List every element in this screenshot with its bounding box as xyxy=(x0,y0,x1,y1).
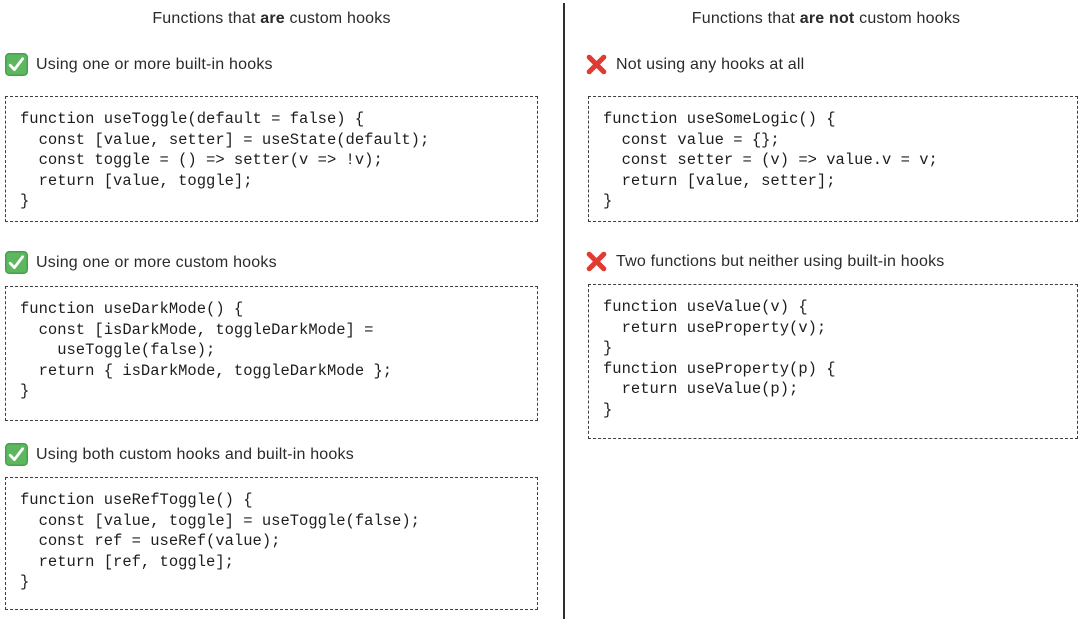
cross-icon xyxy=(585,53,608,76)
section-heading-custom-hooks: Using one or more custom hooks xyxy=(5,251,543,274)
cross-icon xyxy=(585,250,608,273)
column-are-custom-hooks: Functions that are custom hooks Using on… xyxy=(0,0,543,610)
title-text: Functions that xyxy=(152,10,261,27)
section-heading-no-hooks: Not using any hooks at all xyxy=(585,53,1086,76)
code-block-useRefToggle: function useRefToggle() { const [value, … xyxy=(5,477,538,610)
section-heading-label: Using both custom hooks and built-in hoo… xyxy=(36,445,354,463)
column-divider-line xyxy=(563,3,565,619)
column-title-are-not: Functions that are not custom hooks xyxy=(566,0,1086,28)
section-heading-both-hooks: Using both custom hooks and built-in hoo… xyxy=(5,443,543,466)
title-bold-text: are not xyxy=(799,10,855,27)
section-heading-label: Using one or more built-in hooks xyxy=(36,55,273,73)
check-icon xyxy=(5,443,28,466)
section-heading-label: Two functions but neither using built-in… xyxy=(616,252,945,270)
section-heading-two-functions: Two functions but neither using built-in… xyxy=(585,250,1086,273)
code-block-useValue-useProperty: function useValue(v) { return usePropert… xyxy=(588,284,1078,439)
code-block-useDarkMode: function useDarkMode() { const [isDarkMo… xyxy=(5,286,538,421)
code-block-useSomeLogic: function useSomeLogic() { const value = … xyxy=(588,96,1078,222)
title-text: custom hooks xyxy=(284,10,391,27)
code-block-useToggle: function useToggle(default = false) { co… xyxy=(5,96,538,222)
title-text: custom hooks xyxy=(854,10,961,27)
section-heading-label: Using one or more custom hooks xyxy=(36,253,277,271)
title-text: Functions that xyxy=(691,10,800,27)
column-title-are: Functions that are custom hooks xyxy=(0,0,543,28)
section-heading-builtin-hooks: Using one or more built-in hooks xyxy=(5,53,543,76)
title-bold-text: are xyxy=(260,10,285,27)
check-icon xyxy=(5,53,28,76)
column-are-not-custom-hooks: Functions that are not custom hooks Not … xyxy=(566,0,1086,439)
check-icon xyxy=(5,251,28,274)
section-heading-label: Not using any hooks at all xyxy=(616,55,805,73)
